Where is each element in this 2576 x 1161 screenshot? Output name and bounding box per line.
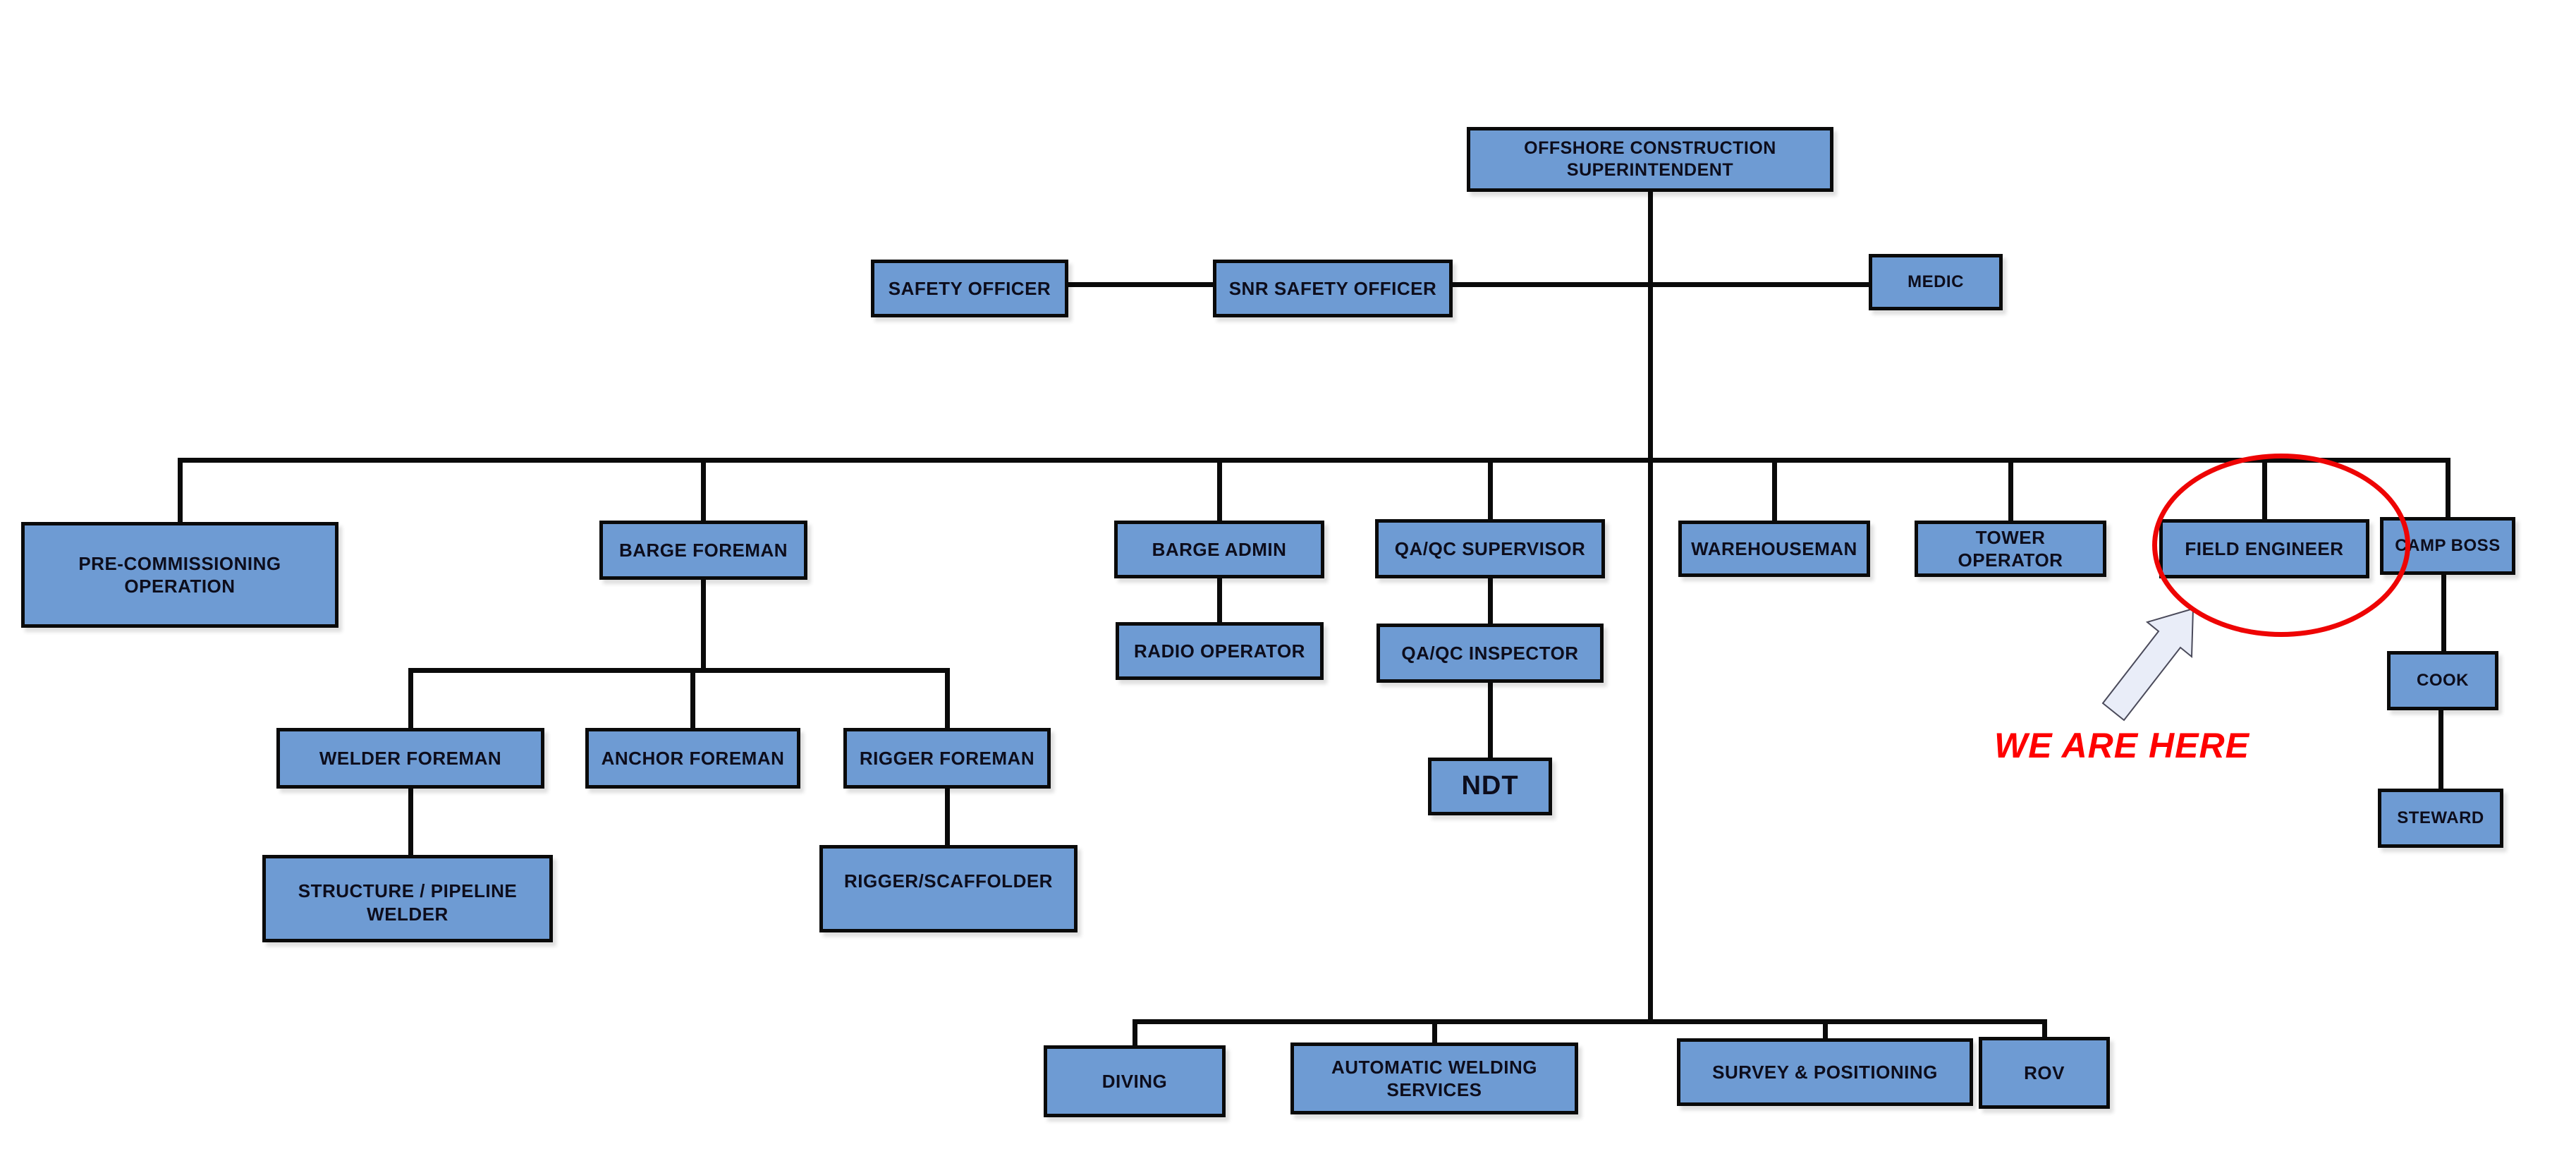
node-label: WAREHOUSEMAN (1691, 537, 1857, 559)
connector-bottom-line (1133, 1019, 2047, 1024)
node-label: RIGGER/SCAFFOLDER (844, 870, 1053, 892)
connector-drop-camp-boss (2446, 458, 2450, 519)
connector-supervisor-to-inspector (1488, 577, 1493, 625)
node-label: RADIO OPERATOR (1134, 640, 1305, 662)
node-label: CAMP BOSS (2395, 536, 2501, 555)
node-tower-operator: TOWER OPERATOR (1915, 521, 2106, 577)
connector-drop-barge-admin (1217, 458, 1222, 523)
connector-level3-line (178, 458, 2450, 463)
node-rigger-scaffolder: RIGGER/SCAFFOLDER (819, 845, 1078, 932)
node-label: TOWER OPERATOR (1958, 526, 2063, 571)
node-warehouseman: WAREHOUSEMAN (1678, 521, 1870, 577)
connector-drop-precommissioning (178, 458, 183, 524)
node-label: OFFSHORE CONSTRUCTION SUPERINTENDENT (1524, 138, 1776, 180)
node-label: COOK (2417, 671, 2469, 690)
node-cook: COOK (2387, 651, 2498, 710)
connector-drop-diving (1133, 1019, 1137, 1047)
node-rov: ROV (1979, 1037, 2110, 1109)
node-ndt: NDT (1428, 758, 1552, 815)
node-label: RIGGER FOREMAN (859, 747, 1035, 769)
connector-drop-rov (2042, 1019, 2047, 1039)
node-pre-commissioning-operation: PRE-COMMISSIONING OPERATION (21, 522, 338, 628)
connector-drop-automatic-welding (1432, 1019, 1437, 1045)
node-medic: MEDIC (1869, 254, 2003, 310)
connector-drop-qaqc-supervisor (1488, 458, 1493, 521)
node-label: QA/QC INSPECTOR (1401, 642, 1579, 664)
node-label: BARGE ADMIN (1152, 538, 1287, 560)
connector-barge-foreman-down (701, 580, 706, 670)
node-label: BARGE FOREMAN (618, 539, 788, 561)
node-label: PRE-COMMISSIONING OPERATION (78, 552, 281, 597)
here-arrow-icon (2101, 607, 2195, 722)
connector-drop-warehouseman (1772, 458, 1777, 523)
connector-campboss-to-cook (2441, 573, 2446, 652)
node-barge-foreman: BARGE FOREMAN (599, 521, 807, 580)
node-qaqc-supervisor: QA/QC SUPERVISOR (1375, 519, 1605, 578)
node-label: ROV (2024, 1062, 2065, 1083)
connector-drop-survey (1823, 1019, 1828, 1040)
highlight-ellipse (2152, 454, 2410, 637)
node-label: WELDER FOREMAN (319, 747, 502, 769)
node-diving: DIVING (1044, 1045, 1226, 1117)
node-steward: STEWARD (2378, 789, 2503, 848)
node-survey-positioning: SURVEY & POSITIONING (1677, 1038, 1973, 1106)
node-radio-operator: RADIO OPERATOR (1116, 622, 1324, 680)
node-rigger-foreman: RIGGER FOREMAN (843, 728, 1051, 789)
node-label: SAFETY OFFICER (888, 277, 1051, 299)
node-anchor-foreman: ANCHOR FOREMAN (585, 728, 800, 789)
node-label: SURVEY & POSITIONING (1712, 1061, 1938, 1083)
node-snr-safety-officer: SNR SAFETY OFFICER (1213, 260, 1453, 317)
connector-drop-rigger-foreman (945, 668, 950, 730)
node-label: MEDIC (1907, 272, 1964, 291)
node-label: AUTOMATIC WELDING SERVICES (1331, 1056, 1538, 1101)
node-automatic-welding-services: AUTOMATIC WELDING SERVICES (1290, 1043, 1578, 1114)
connector-safety-row (1065, 282, 1872, 287)
node-label: NDT (1461, 771, 1519, 801)
node-label: STRUCTURE / PIPELINE WELDER (298, 880, 518, 925)
we-are-here-label: WE ARE HERE (1994, 726, 2250, 765)
node-label: ANCHOR FOREMAN (601, 747, 785, 769)
connector-foreman-row (408, 668, 950, 673)
node-qaqc-inspector: QA/QC INSPECTOR (1376, 624, 1604, 683)
node-offshore-construction-superintendent: OFFSHORE CONSTRUCTION SUPERINTENDENT (1467, 127, 1833, 192)
connector-trunk (1648, 190, 1653, 1024)
node-label: SNR SAFETY OFFICER (1228, 277, 1437, 299)
node-safety-officer: SAFETY OFFICER (871, 260, 1068, 317)
node-structure-pipeline-welder: STRUCTURE / PIPELINE WELDER (262, 855, 553, 942)
node-label: DIVING (1101, 1070, 1168, 1092)
connector-inspector-to-ndt (1488, 681, 1493, 759)
connector-drop-anchor-foreman (690, 668, 695, 730)
node-welder-foreman: WELDER FOREMAN (276, 728, 544, 789)
connector-welder-to-structure (408, 786, 413, 856)
node-label: QA/QC SUPERVISOR (1394, 537, 1586, 559)
connector-drop-welder-foreman (408, 668, 413, 730)
connector-admin-to-radio (1217, 577, 1222, 624)
connector-cook-to-steward (2438, 709, 2443, 790)
node-label: STEWARD (2397, 808, 2484, 827)
connector-rigger-to-scaffolder (945, 786, 950, 846)
node-barge-admin: BARGE ADMIN (1114, 521, 1324, 578)
connector-drop-tower-operator (2008, 458, 2013, 523)
connector-drop-barge-foreman (701, 458, 706, 523)
